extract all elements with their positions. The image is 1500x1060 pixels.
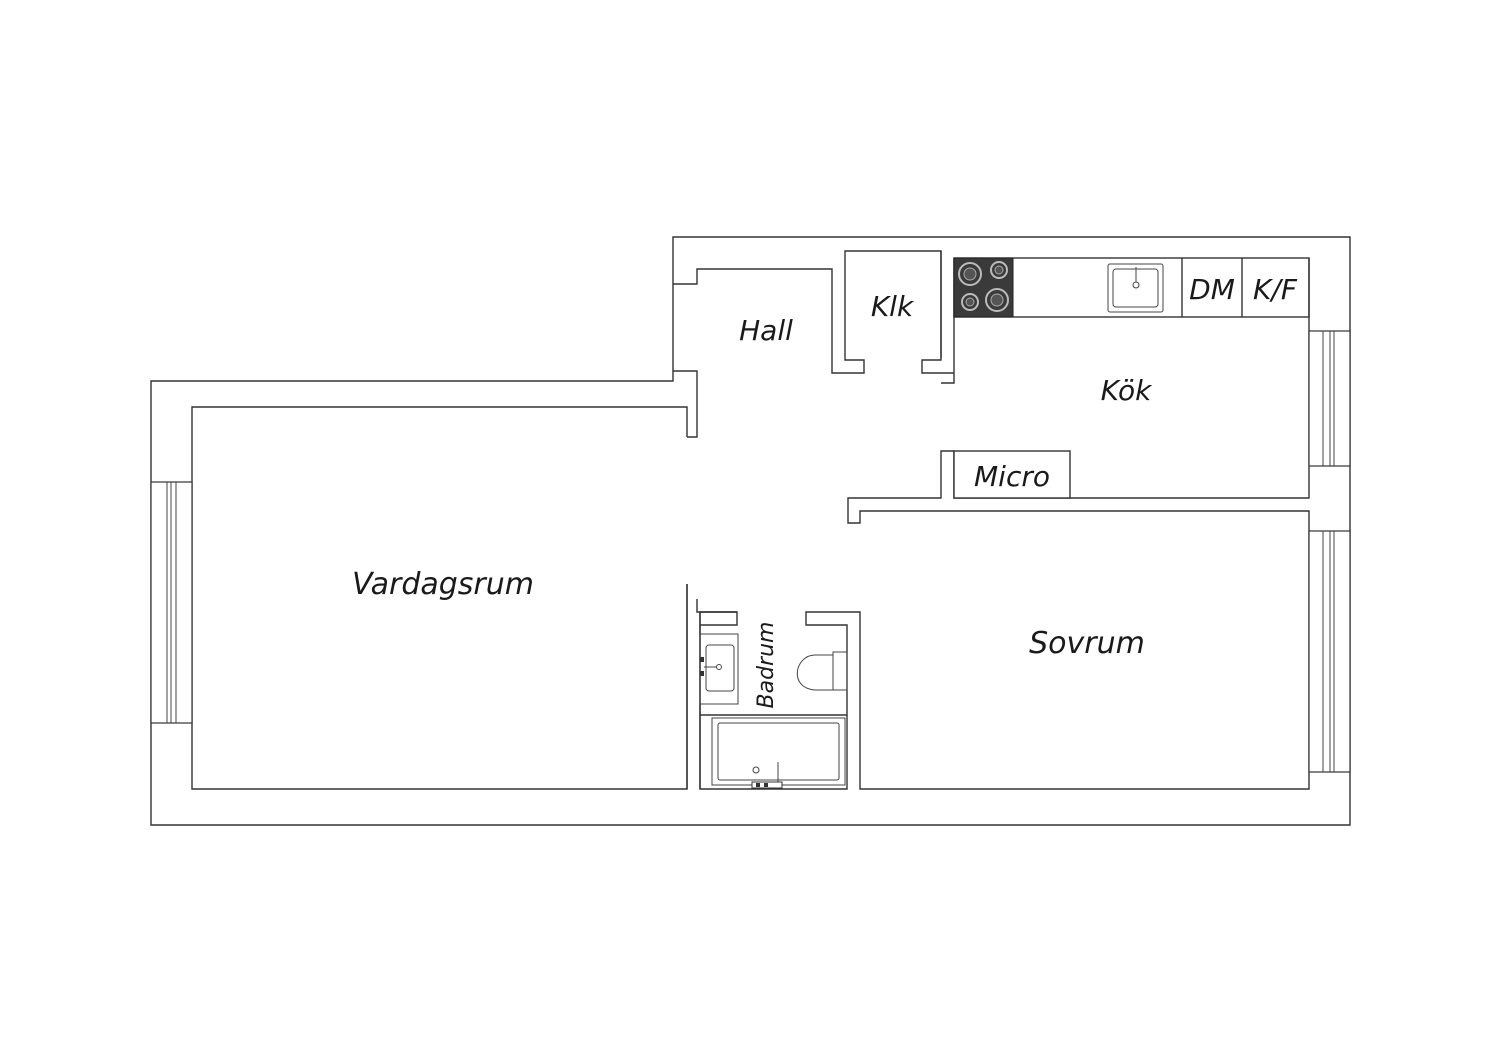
bathtub-icon [711,717,846,789]
window-kok [1308,330,1351,467]
room-label-sovrum: Sovrum [1029,626,1145,661]
toilet-icon [796,651,848,691]
room-label-vardagsrum: Vardagsrum [352,567,534,602]
stove-icon [953,257,1014,318]
room-label-hall: Hall [739,314,793,347]
window-vardagsrum [150,481,193,724]
outer-wall [150,236,1351,826]
fixture-label-dm: DM [1189,273,1235,306]
bathroom-sink-icon [699,633,739,705]
kok-left-wall [941,258,955,384]
kitchen-sink-icon [1107,263,1164,313]
hall-inner-wall [673,250,954,374]
room-label-badrum: Badrum [754,622,779,709]
window-sovrum [1308,530,1351,773]
room-label-klk: Klk [871,290,915,323]
fixture-label-kf: K/F [1253,273,1298,306]
fixture-label-micro: Micro [974,460,1050,493]
badrum-walls [686,584,847,789]
micro-unit [953,450,1071,499]
room-label-kok: Kök [1101,374,1153,407]
